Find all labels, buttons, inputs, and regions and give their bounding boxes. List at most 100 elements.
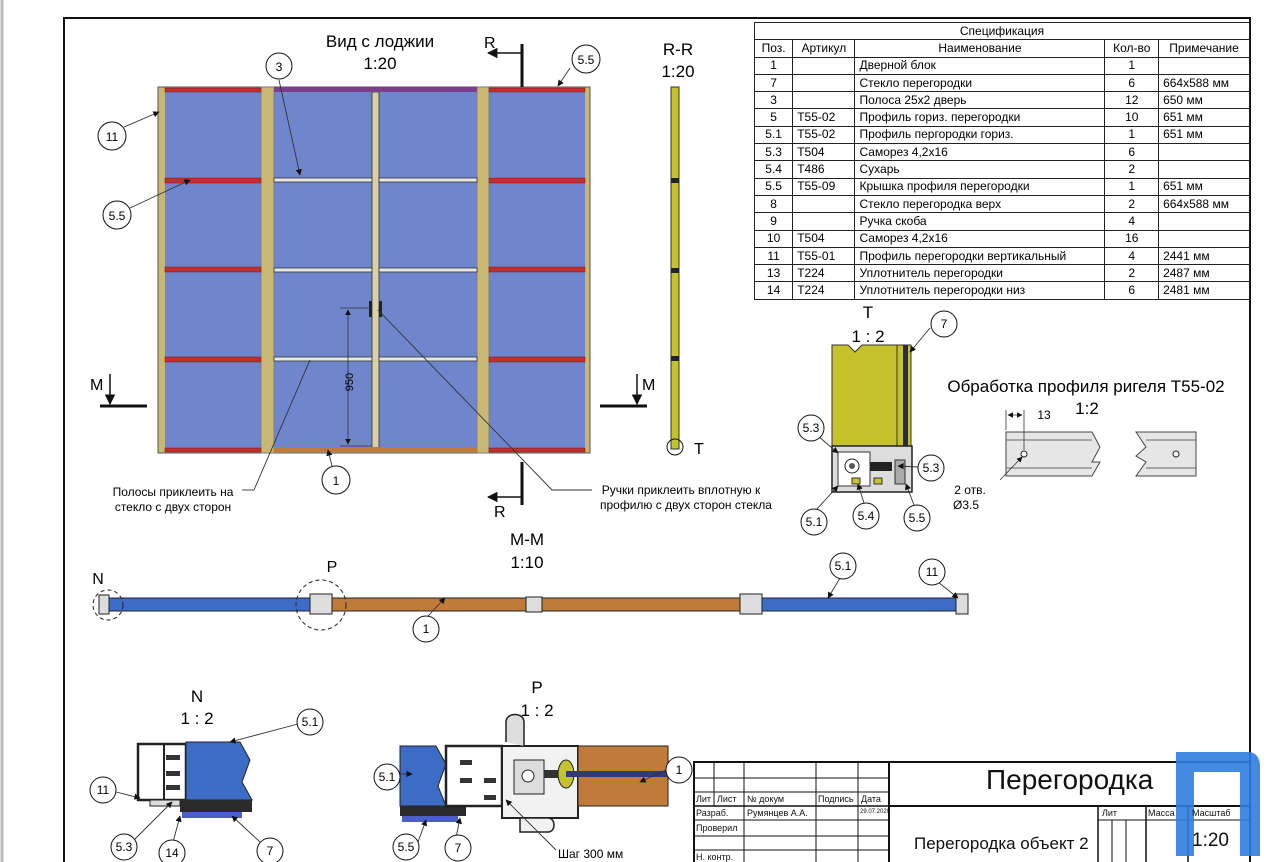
p-title: P <box>531 678 542 697</box>
main-view-scale: 1:20 <box>363 54 396 73</box>
section-m-m: M-M 1:10 N P 1 5.1 11 <box>92 530 969 643</box>
spec-cell <box>792 73 856 93</box>
spec-cell: Ручка скоба <box>854 212 1106 231</box>
callout-p-5-5: 5.5 <box>398 840 415 854</box>
spec-cell: 2 <box>1104 194 1160 214</box>
callout-t-7: 7 <box>941 317 948 331</box>
hole-diameter: Ø3.5 <box>953 498 979 512</box>
spec-cell <box>792 91 856 110</box>
rr-title: R-R <box>663 40 693 59</box>
callout-p-7: 7 <box>455 841 462 855</box>
spec-header-1: Артикул <box>792 39 856 58</box>
section-r-r: R-R 1:20 T <box>661 40 704 458</box>
callout-t-5-3b: 5.3 <box>923 461 940 475</box>
rigel-scale: 1:2 <box>1075 399 1099 418</box>
spec-cell: Крышка профиля перегородки <box>854 177 1106 196</box>
callout-main-3: 3 <box>276 60 283 74</box>
spec-cell: Профиль пергородки гориз. <box>854 125 1106 145</box>
spec-cell: Уплотнитель перегородки низ <box>854 281 1106 300</box>
callout-n-7: 7 <box>267 844 274 858</box>
drawing-title: Перегородка <box>986 764 1154 795</box>
detail-p: P 1 : 2 5.1 1 5.5 <box>373 678 693 862</box>
spec-cell <box>1158 143 1250 162</box>
spec-cell: 1 <box>1104 177 1160 196</box>
spec-cell <box>1158 160 1250 179</box>
spec-cell <box>1158 229 1250 248</box>
main-view-title: Вид с лоджии <box>326 32 434 51</box>
spec-cell: 6 <box>1104 281 1160 300</box>
spec-cell: 2487 мм <box>1158 264 1250 283</box>
drawing-subtitle: Перегородка объект 2 <box>914 834 1089 853</box>
detail-n: N 1 : 2 5.1 11 5.3 14 7 <box>89 687 324 862</box>
main-view: Вид с лоджии 1:20 <box>90 32 772 521</box>
spec-cell: Профиль перегородки вертикальный <box>854 246 1106 266</box>
spec-cell <box>792 194 856 214</box>
mass-label: Масса <box>1148 808 1175 818</box>
note-handles-line2: профилю с двух сторон стекла <box>600 498 772 512</box>
callout-n-11: 11 <box>97 783 110 797</box>
spec-cell: 12 <box>1104 91 1160 110</box>
mm-title: M-M <box>510 530 544 549</box>
company-logo <box>1176 752 1260 856</box>
spec-cell <box>792 56 856 75</box>
sheet-border <box>63 17 1251 862</box>
spec-cell: 664x588 мм <box>1158 73 1250 93</box>
hole-offset-dimension: 13 <box>1037 408 1051 422</box>
spec-title: Спецификация <box>754 21 1250 41</box>
spec-cell: 2481 мм <box>1158 281 1250 300</box>
callout-n-5-3: 5.3 <box>116 840 133 854</box>
spec-cell: Уплотнитель перегородки <box>854 264 1106 283</box>
callout-t-5-5: 5.5 <box>909 511 926 525</box>
callout-main-5-5: 5.5 <box>578 53 595 67</box>
callout-p-1: 1 <box>676 763 683 777</box>
section-mark-r-bottom: R <box>494 504 506 521</box>
rigel-processing: Обработка профиля ригеля Т55-02 1:2 13 2… <box>947 377 1224 512</box>
detail-mark-n: N <box>92 571 104 588</box>
n-title: N <box>191 687 203 706</box>
spec-cell <box>1158 212 1250 231</box>
spec-cell: 664x588 мм <box>1158 194 1250 214</box>
col-lit: Лит <box>696 794 712 804</box>
spec-cell <box>792 212 856 231</box>
callout-p-5-1: 5.1 <box>379 770 396 784</box>
spec-cell: Дверной блок <box>854 56 1106 75</box>
col-doc: № докум <box>747 794 785 804</box>
p-scale: 1 : 2 <box>520 701 553 720</box>
note-handles-line1: Ручки приклеить вплотную к <box>602 483 761 497</box>
spec-cell: 1 <box>1104 56 1160 75</box>
callout-t-5-3a: 5.3 <box>803 421 820 435</box>
spec-cell: Стекло перегородки <box>854 73 1106 93</box>
door-height-dimension: 950 <box>344 373 356 391</box>
developer-name: Румянцев А.А. <box>747 808 808 818</box>
spec-cell: 1 <box>1104 125 1160 145</box>
spec-cell: 2 <box>1104 160 1160 179</box>
spec-cell: Т486 <box>792 160 856 179</box>
rigel-title: Обработка профиля ригеля Т55-02 <box>947 377 1224 396</box>
col-sign: Подпись <box>818 794 854 804</box>
callout-main-11: 11 <box>106 130 119 144</box>
spec-cell: 10 <box>1104 108 1160 127</box>
callout-n-14: 14 <box>165 846 179 860</box>
n-scale: 1 : 2 <box>180 709 213 728</box>
callout-mm-11: 11 <box>926 565 939 579</box>
spec-cell: 16 <box>1104 229 1160 248</box>
spec-cell: 5 <box>753 108 794 127</box>
profile-vertical <box>260 86 275 454</box>
spec-cell: 9 <box>753 212 794 231</box>
row-norm-control: Н. контр. <box>696 852 734 862</box>
spec-cell: Т224 <box>792 264 856 283</box>
spec-header-2: Наименование <box>854 39 1106 58</box>
detail-mark-t: T <box>694 441 704 458</box>
door-top-strip <box>274 87 477 92</box>
